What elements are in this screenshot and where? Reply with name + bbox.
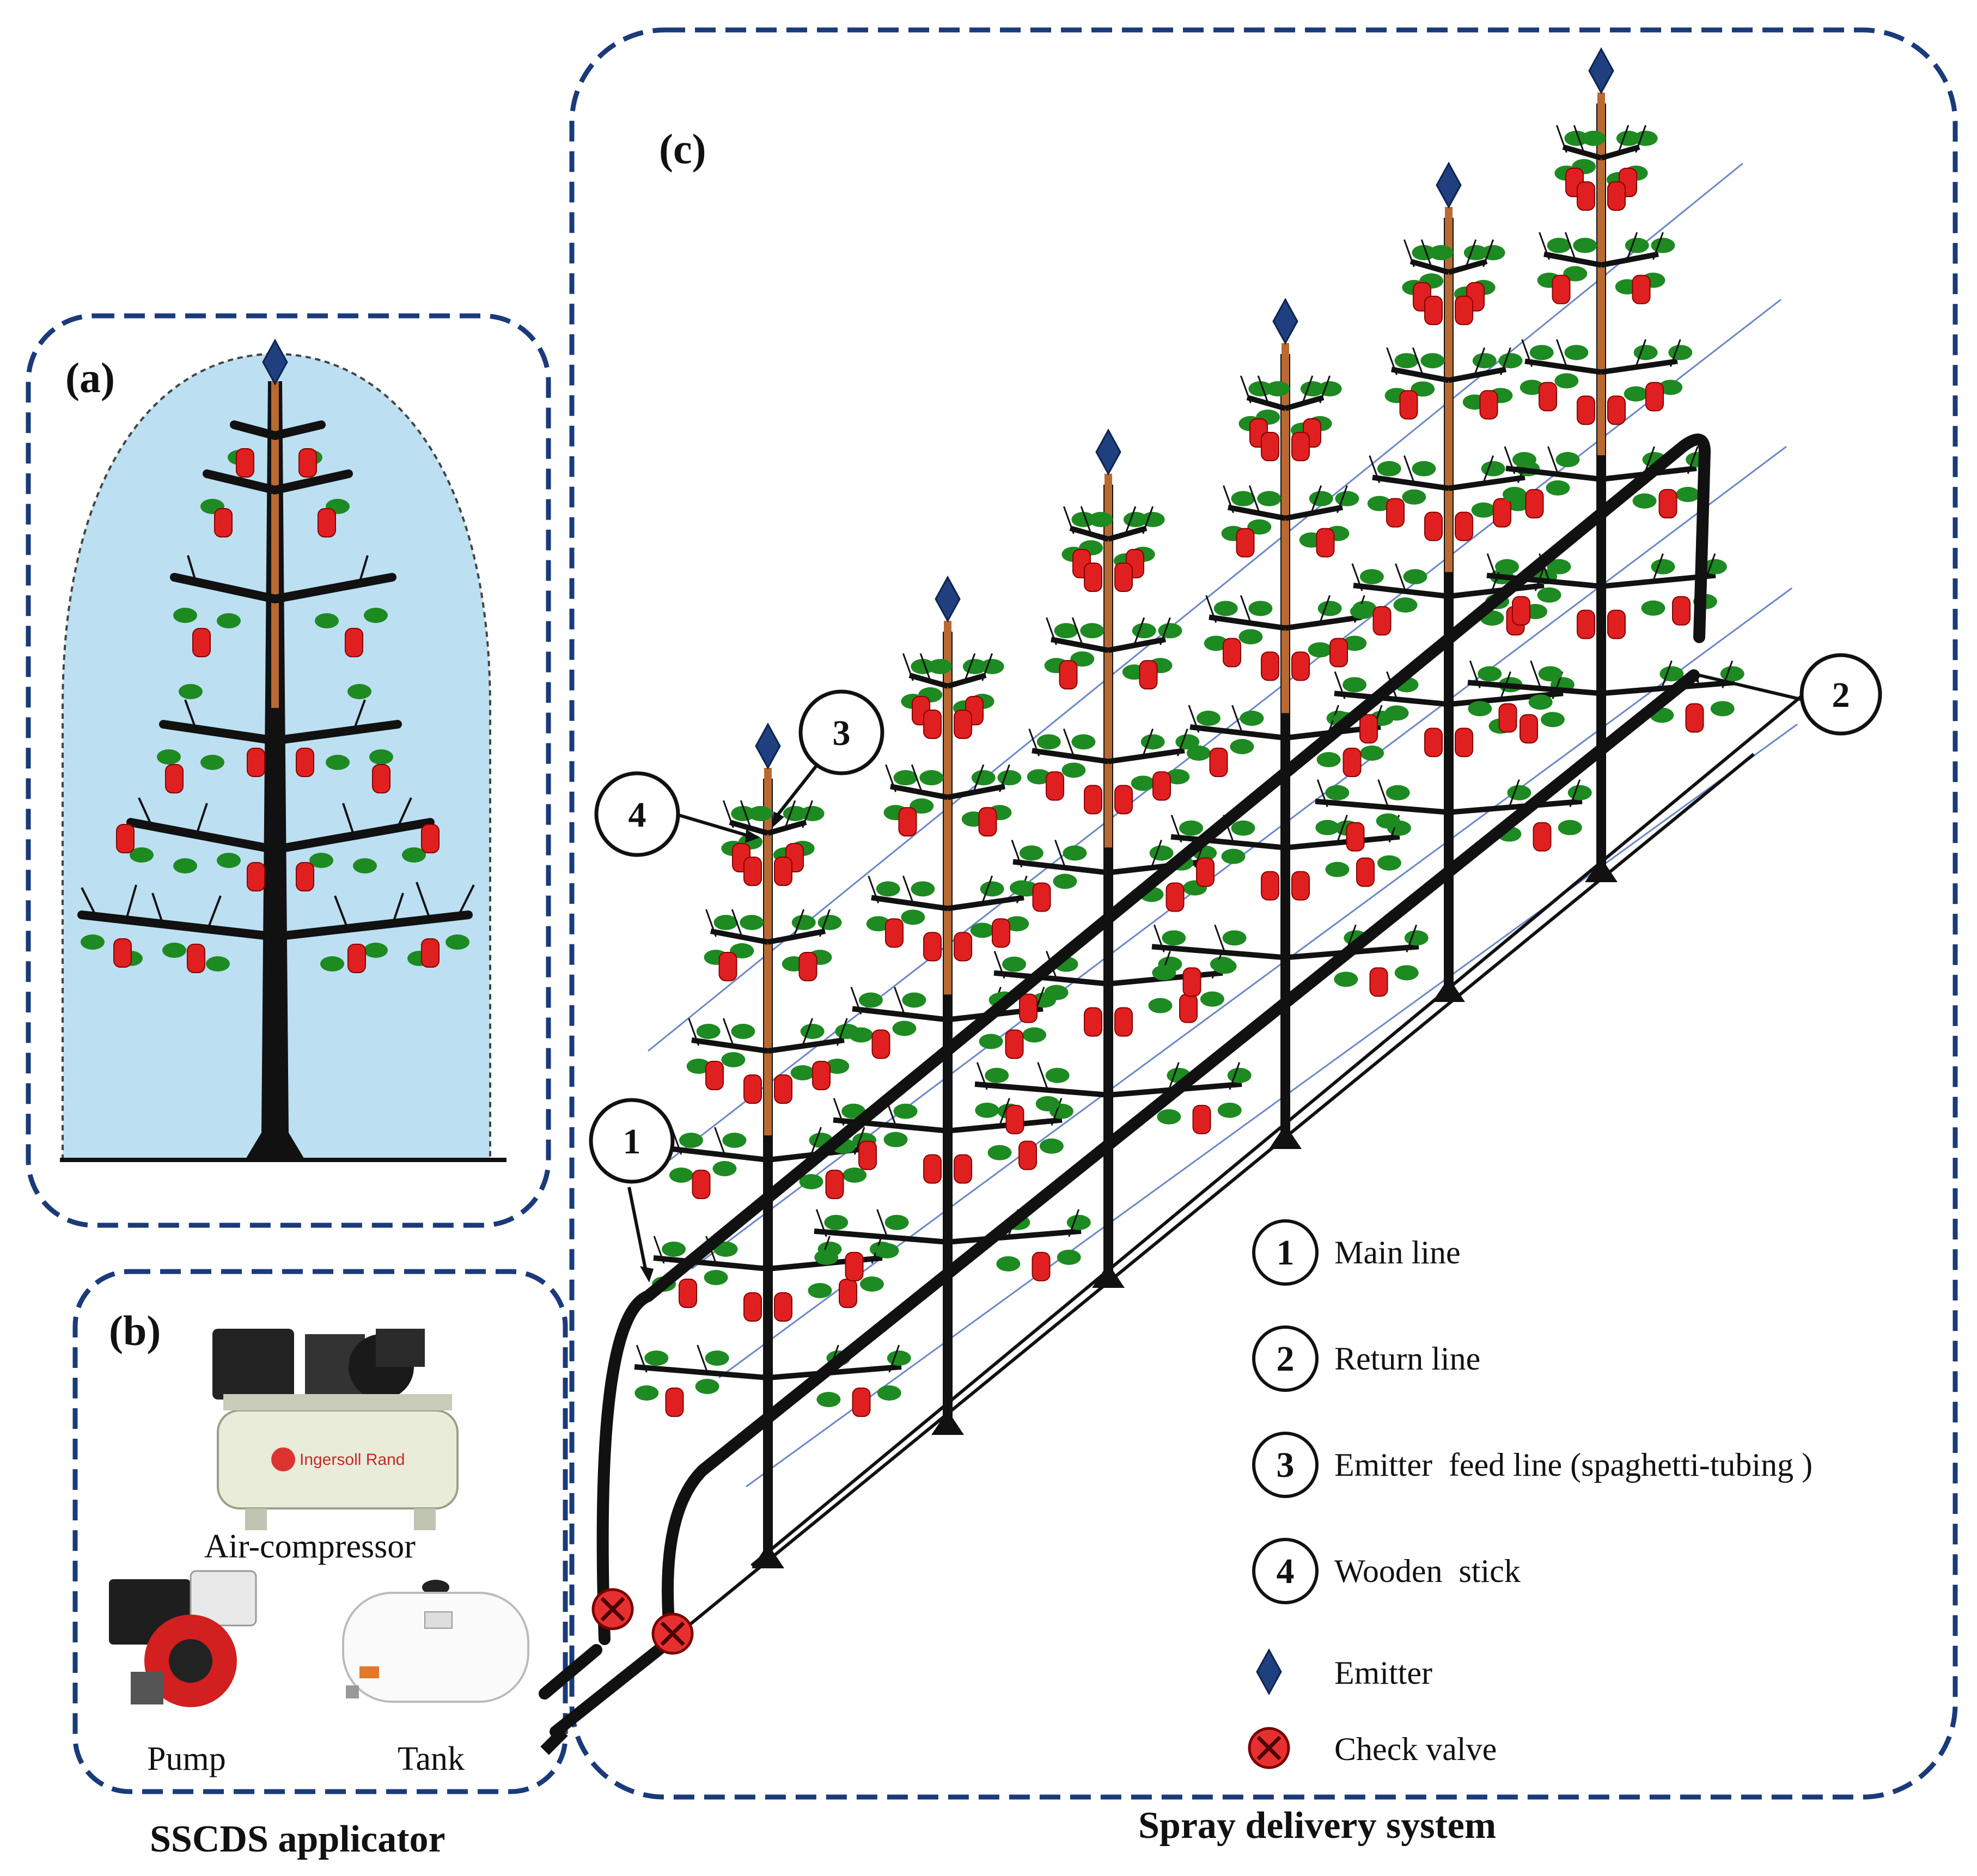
panel-b-caption: SSCDS applicator bbox=[150, 1818, 446, 1860]
legend-item-wooden-stick: 4 Wooden stick bbox=[1252, 1538, 1521, 1604]
emitter-icon bbox=[1436, 162, 1462, 208]
wooden-stick bbox=[1445, 207, 1453, 572]
wooden-stick bbox=[764, 768, 772, 1135]
legend: 1 Main line 2 Return line 3 Emitter feed… bbox=[1249, 1219, 1813, 1768]
check-valve-return bbox=[653, 1614, 692, 1653]
panel-c-label: (c) bbox=[659, 125, 706, 173]
panel-a-label: (a) bbox=[65, 354, 115, 401]
tree-1 bbox=[634, 723, 911, 1568]
svg-text:3: 3 bbox=[1277, 1445, 1295, 1485]
panel-a-border bbox=[26, 313, 551, 1228]
callout-2-number: 2 bbox=[1832, 675, 1850, 715]
panel-b: (b) Ingersoll Rand Air-compressor Pump bbox=[72, 1269, 568, 1860]
check-valve-main bbox=[593, 1590, 632, 1629]
emitter-icon bbox=[755, 723, 781, 769]
check-valve-icon bbox=[1249, 1728, 1289, 1768]
tree-2 bbox=[814, 576, 1091, 1435]
panel-b-border bbox=[72, 1269, 568, 1794]
panel-a: (a) bbox=[26, 313, 551, 1228]
tree-trunk bbox=[245, 381, 305, 1160]
panel-c-border bbox=[569, 27, 1958, 1800]
tree-4 bbox=[1151, 298, 1429, 1149]
callout-3-number: 3 bbox=[833, 713, 851, 753]
panel-b-label: (b) bbox=[109, 1307, 161, 1354]
panel-c-caption: Spray delivery system bbox=[1138, 1805, 1496, 1847]
emitter-icon bbox=[1256, 1649, 1282, 1695]
wooden-stick bbox=[1105, 474, 1112, 848]
compressor-brand-text: Ingersoll Rand bbox=[300, 1451, 405, 1469]
emitter-icon bbox=[1588, 48, 1614, 94]
legend-item-check-valve: Check valve bbox=[1249, 1728, 1497, 1768]
emitter-icon bbox=[935, 576, 961, 622]
legend-item-emitter: Emitter bbox=[1256, 1649, 1432, 1695]
return-line bbox=[550, 669, 1700, 1738]
main-line bbox=[539, 433, 1711, 1700]
return-line-ext bbox=[540, 1727, 568, 1755]
legend-label: Check valve bbox=[1334, 1731, 1497, 1767]
callout-4: 4 bbox=[594, 771, 760, 857]
tree-row bbox=[634, 48, 1744, 1568]
wooden-stick bbox=[1597, 93, 1605, 455]
wooden-stick bbox=[1282, 343, 1289, 713]
svg-text:4: 4 bbox=[1277, 1551, 1295, 1591]
wooden-stick bbox=[271, 381, 279, 708]
legend-label: Emitter bbox=[1334, 1655, 1432, 1691]
wooden-stick bbox=[944, 621, 951, 995]
pump-image bbox=[109, 1570, 257, 1707]
legend-label: Emitter feed line (spaghetti-tubing ) bbox=[1334, 1447, 1813, 1483]
emitter-icon bbox=[1095, 429, 1121, 475]
legend-label: Main line bbox=[1334, 1235, 1461, 1270]
emitter-icon bbox=[1272, 298, 1298, 344]
callout-1: 1 bbox=[589, 1098, 675, 1282]
callout-2: 2 bbox=[1686, 653, 1882, 736]
callout-1-number: 1 bbox=[623, 1122, 641, 1162]
legend-item-main-line: 1 Main line bbox=[1252, 1219, 1461, 1286]
svg-text:1: 1 bbox=[1277, 1233, 1295, 1273]
air-compressor-image: Ingersoll Rand bbox=[212, 1329, 459, 1530]
tree-a bbox=[77, 339, 475, 1160]
panel-c: (c) 1 bbox=[539, 27, 1958, 1847]
legend-item-return-line: 2 Return line bbox=[1252, 1325, 1480, 1392]
callout-4-number: 4 bbox=[629, 795, 646, 835]
tank-image bbox=[342, 1580, 529, 1703]
air-compressor-label: Air-compressor bbox=[204, 1528, 416, 1565]
legend-label: Return line bbox=[1334, 1341, 1480, 1377]
svg-text:2: 2 bbox=[1277, 1339, 1295, 1379]
legend-label: Wooden stick bbox=[1334, 1553, 1521, 1589]
legend-item-emitter-feed-line: 3 Emitter feed line (spaghetti-tubing ) bbox=[1252, 1432, 1813, 1498]
pump-label: Pump bbox=[147, 1740, 226, 1777]
callout-3: 3 bbox=[772, 689, 884, 828]
tank-label: Tank bbox=[398, 1740, 465, 1777]
